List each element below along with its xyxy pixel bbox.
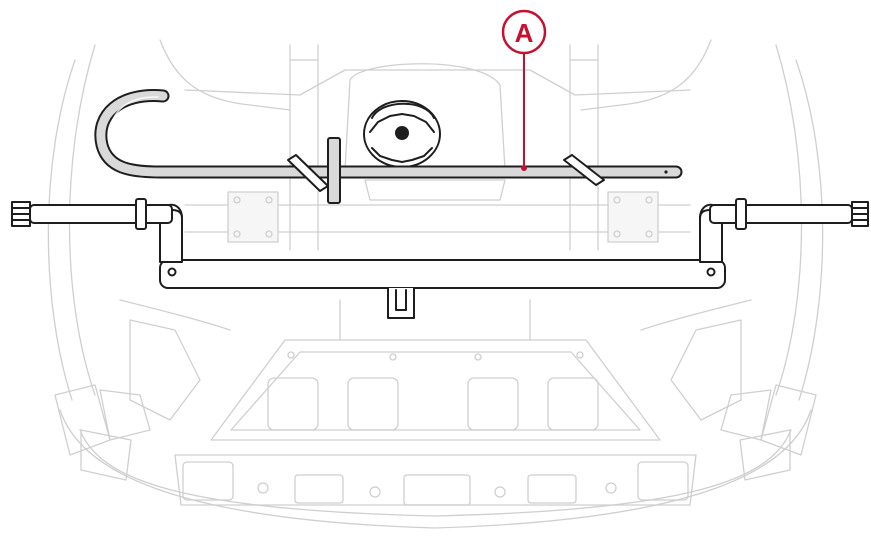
callout-a: A	[501, 9, 547, 171]
left-mounting-bar	[11, 198, 183, 230]
rear-bumper-beam	[159, 203, 726, 319]
vehicle-body-outline	[47, 39, 824, 441]
callout-a-circle	[501, 9, 547, 55]
spare-wheel	[363, 100, 441, 168]
rear-bumper-outline	[54, 339, 817, 529]
spare-wheel-hub	[395, 126, 409, 140]
callout-a-dot	[521, 165, 527, 171]
callout-a-label: A	[515, 18, 534, 48]
tow-hook-tool	[94, 89, 683, 204]
right-mounting-bar	[699, 198, 869, 230]
